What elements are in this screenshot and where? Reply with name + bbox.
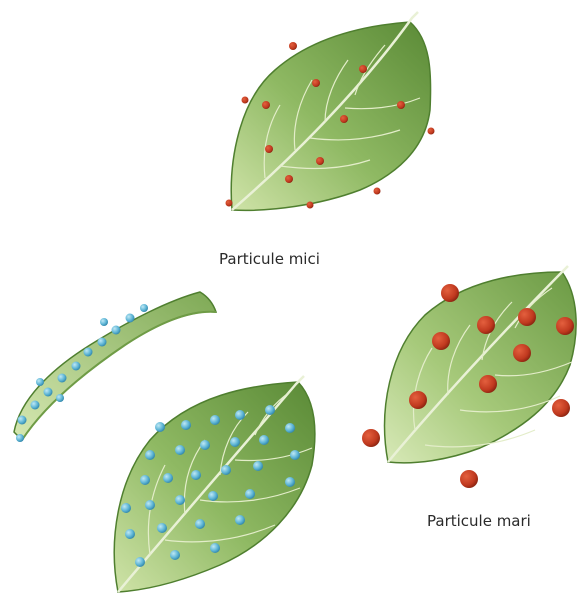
particle-icon (362, 429, 380, 447)
particle-icon (226, 200, 233, 207)
particle-icon (477, 316, 495, 334)
particle-icon (312, 79, 320, 87)
particle-icon (56, 394, 64, 402)
leaf-right (385, 266, 577, 463)
particle-icon (208, 491, 218, 501)
particle-icon (409, 391, 427, 409)
particle-icon (513, 344, 531, 362)
particle-icon (126, 314, 135, 323)
particle-icon (36, 378, 44, 386)
particle-icon (140, 475, 150, 485)
leaf-icon (385, 272, 577, 463)
particle-icon (289, 42, 297, 50)
particle-icon (359, 65, 367, 73)
particle-icon (112, 326, 121, 335)
particle-icon (262, 101, 270, 109)
particle-icon (163, 473, 173, 483)
particle-icon (157, 523, 167, 533)
particle-icon (230, 437, 240, 447)
particle-icon (31, 401, 40, 410)
particle-icon (556, 317, 574, 335)
particle-icon (195, 519, 205, 529)
particle-icon (191, 470, 201, 480)
particle-icon (397, 101, 405, 109)
particle-icon (235, 410, 245, 420)
particle-icon (121, 503, 131, 513)
particle-icon (175, 495, 185, 505)
particle-icon (265, 405, 275, 415)
particle-icon (374, 188, 381, 195)
particle-icon (253, 461, 263, 471)
particle-icon (316, 157, 324, 165)
particle-icon (552, 399, 570, 417)
particle-icon (265, 145, 273, 153)
particle-icon (460, 470, 478, 488)
particle-icon (518, 308, 536, 326)
particle-icon (285, 423, 295, 433)
particle-icon (44, 388, 53, 397)
leaf-top (231, 12, 430, 210)
particle-icon (428, 128, 435, 135)
particle-icon (18, 416, 27, 425)
particle-icon (245, 489, 255, 499)
particle-icon (72, 362, 81, 371)
particle-icon (432, 332, 450, 350)
particle-icon (181, 420, 191, 430)
particle-icon (58, 374, 67, 383)
particle-icon (145, 500, 155, 510)
particle-icon (285, 477, 295, 487)
particle-icon (285, 175, 293, 183)
particle-icon (242, 97, 249, 104)
particle-icon (84, 348, 93, 357)
particle-icon (170, 550, 180, 560)
particle-icon (290, 450, 300, 460)
particle-icon (479, 375, 497, 393)
particle-icon (200, 440, 210, 450)
particle-icon (175, 445, 185, 455)
particle-icon (140, 304, 148, 312)
large-particles-caption: Particule mari (427, 512, 531, 530)
particle-icon (441, 284, 459, 302)
particle-icon (145, 450, 155, 460)
particle-icon (259, 435, 269, 445)
particle-icon (210, 415, 220, 425)
small-particles-caption: Particule mici (219, 250, 320, 268)
particle-icon (135, 557, 145, 567)
particle-icon (125, 529, 135, 539)
particle-icon (155, 422, 165, 432)
particle-icon (16, 434, 24, 442)
particle-icon (98, 338, 107, 347)
particle-icon (307, 202, 314, 209)
particle-icon (210, 543, 220, 553)
particle-icon (235, 515, 245, 525)
particle-icon (100, 318, 108, 326)
particle-icon (340, 115, 348, 123)
particle-icon (221, 465, 231, 475)
